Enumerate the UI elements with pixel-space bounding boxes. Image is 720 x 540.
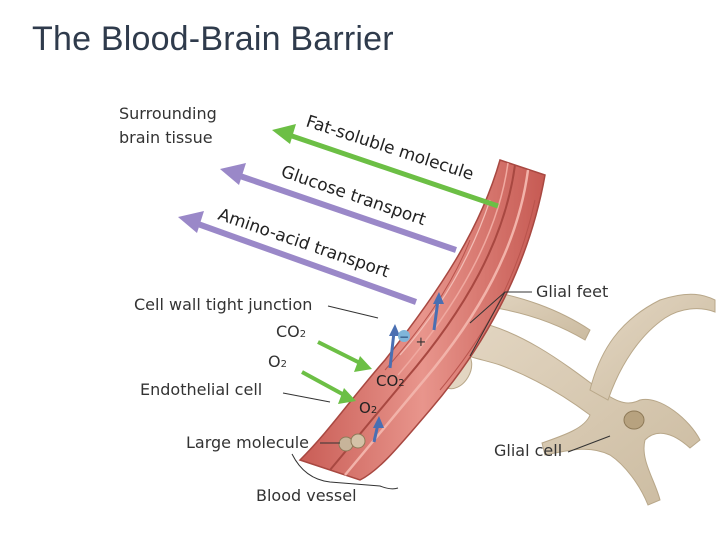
co2-right-label: CO2 bbox=[376, 372, 405, 390]
o2-right-label: O2 bbox=[359, 399, 377, 417]
blood-vessel-label: Blood vessel bbox=[256, 486, 357, 505]
glucose-transport-arrow bbox=[220, 163, 457, 253]
leader-lines bbox=[282, 291, 611, 490]
co2-left-subscript: 2 bbox=[300, 329, 306, 340]
surrounding-label-line1: Surrounding bbox=[119, 104, 217, 123]
co2-arrow bbox=[317, 340, 372, 372]
slide-title: The Blood-Brain Barrier bbox=[32, 20, 394, 58]
ion-arrows bbox=[372, 292, 444, 443]
endothelial-label: Endothelial cell bbox=[140, 380, 262, 399]
minus-sign: − bbox=[399, 330, 409, 344]
o2-left-text: O bbox=[268, 352, 281, 371]
large-molecule-label: Large molecule bbox=[186, 433, 309, 452]
co2-right-subscript: 2 bbox=[398, 378, 404, 389]
surrounding-label-line2: brain tissue bbox=[119, 128, 213, 147]
o2-right-text: O bbox=[359, 399, 371, 417]
o2-left-label: O2 bbox=[268, 352, 287, 371]
tight-junction-label: Cell wall tight junction bbox=[134, 295, 312, 314]
o2-right-subscript: 2 bbox=[371, 405, 377, 416]
co2-left-label: CO2 bbox=[276, 322, 306, 341]
co2-left-text: CO bbox=[276, 322, 300, 341]
fat-soluble-arrow bbox=[272, 124, 499, 209]
glial-cell-shape bbox=[459, 289, 716, 506]
glial-feet-label: Glial feet bbox=[536, 282, 608, 301]
co2-right-text: CO bbox=[376, 372, 398, 390]
o2-left-subscript: 2 bbox=[281, 359, 287, 370]
amino-acid-transport-arrow bbox=[178, 211, 418, 305]
ion-signs: − + bbox=[398, 330, 426, 350]
large-molecule-spheres bbox=[338, 433, 366, 452]
o2-arrow bbox=[301, 370, 356, 404]
glial-cell-label: Glial cell bbox=[494, 441, 562, 460]
plus-sign: + bbox=[416, 335, 427, 350]
